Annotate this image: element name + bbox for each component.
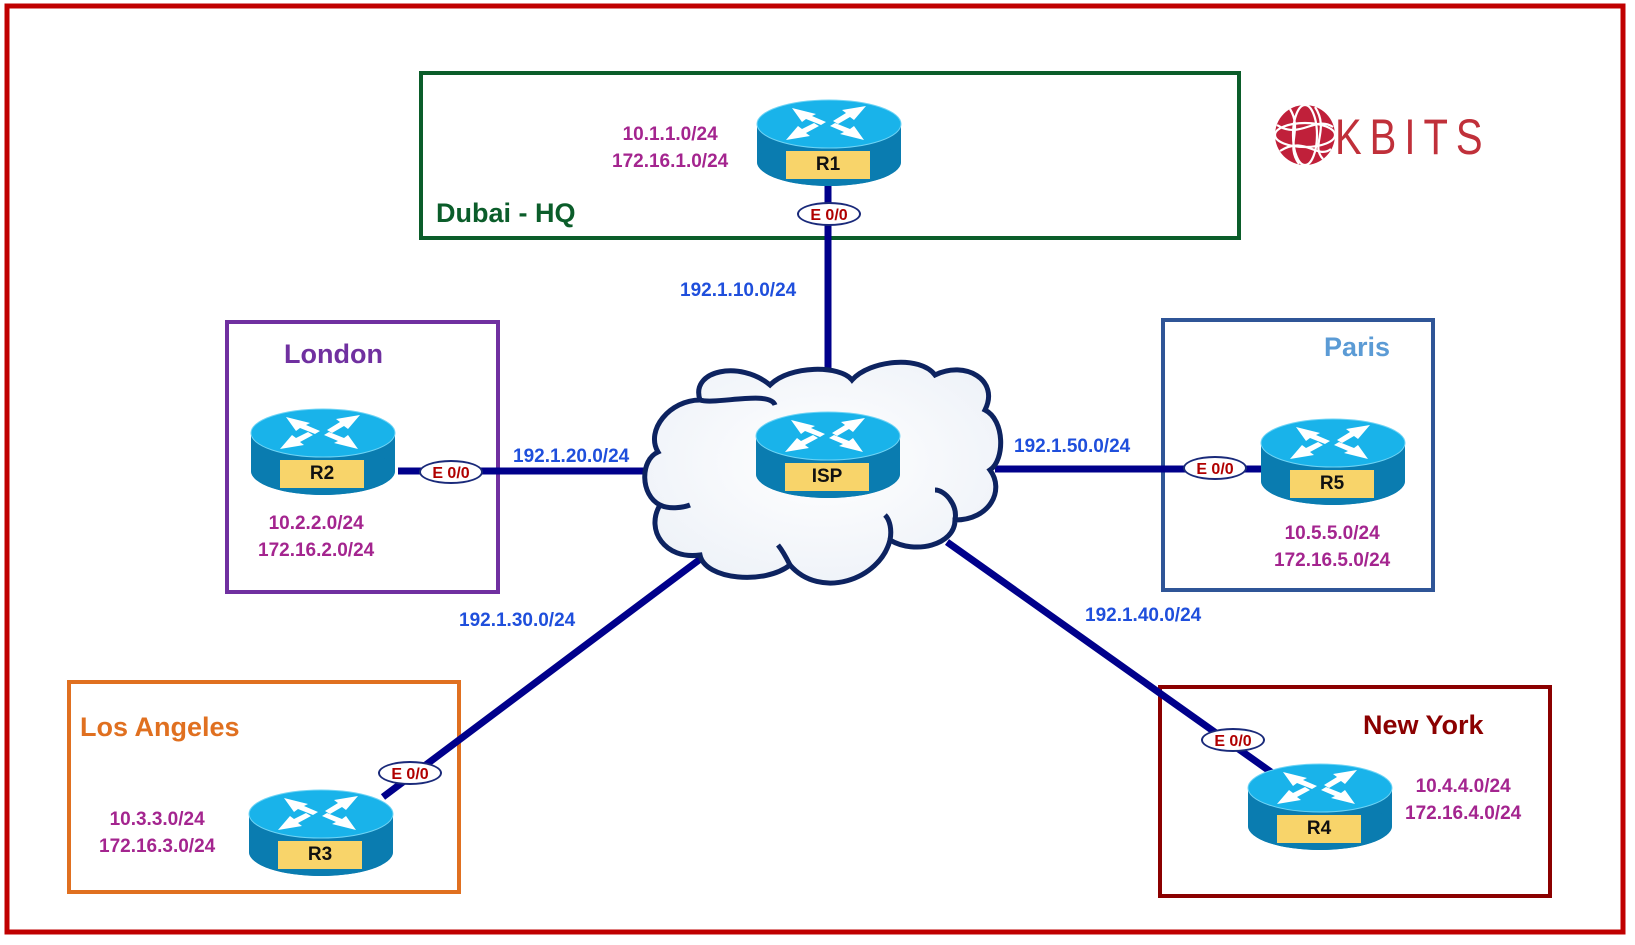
lan-label: 172.16.3.0/24 <box>99 836 216 857</box>
lan-label: 172.16.4.0/24 <box>1405 803 1522 824</box>
outer-frame <box>4 3 1626 935</box>
lan-label: 10.4.4.0/24 <box>1415 776 1511 797</box>
lan-label: 10.3.3.0/24 <box>109 809 205 830</box>
router-label: R4 <box>1277 815 1361 843</box>
kbits-logo-globe <box>1273 103 1337 167</box>
lan-label: 10.5.5.0/24 <box>1284 523 1380 544</box>
lan-labels-r1: 10.1.1.0/24 172.16.1.0/24 <box>612 121 728 175</box>
router-label: R1 <box>786 151 870 179</box>
router-r1[interactable]: R1 <box>754 96 904 190</box>
site-title-paris: Paris <box>1324 332 1391 362</box>
interface-badge-r2: E 0/0 <box>419 460 483 484</box>
router-isp[interactable]: ISP <box>753 408 903 502</box>
lan-labels-r2: 10.2.2.0/24 172.16.2.0/24 <box>258 510 374 564</box>
site-box-london <box>225 320 500 594</box>
site-box-newyork <box>1158 685 1552 898</box>
router-r5[interactable]: R5 <box>1258 415 1408 509</box>
interface-badge-r5: E 0/0 <box>1183 456 1247 480</box>
kbits-logo-text: KBITS <box>1335 109 1491 165</box>
site-title-london: London <box>284 339 383 369</box>
site-title-dubai: Dubai - HQ <box>436 198 576 228</box>
site-box-losangeles <box>67 680 461 894</box>
lan-labels-r5: 10.5.5.0/24 172.16.5.0/24 <box>1274 520 1390 574</box>
router-label: R5 <box>1290 470 1374 498</box>
site-title-newyork: New York <box>1363 710 1484 740</box>
interface-badge-r3: E 0/0 <box>378 761 442 785</box>
router-r2[interactable]: R2 <box>248 405 398 499</box>
interface-badge-r4: E 0/0 <box>1201 728 1265 752</box>
router-r4[interactable]: R4 <box>1245 760 1395 854</box>
site-title-losangeles: Los Angeles <box>80 712 240 742</box>
lan-label: 172.16.1.0/24 <box>612 151 729 172</box>
link-r3-isp <box>380 554 706 800</box>
router-label: ISP <box>785 463 869 491</box>
router-label: R2 <box>280 460 364 488</box>
link-network-label: 192.1.50.0/24 <box>1014 436 1131 457</box>
link-network-label: 192.1.20.0/24 <box>513 446 630 467</box>
link-network-label: 192.1.10.0/24 <box>680 280 797 301</box>
lan-label: 172.16.2.0/24 <box>258 540 375 561</box>
lan-label: 172.16.5.0/24 <box>1274 550 1391 571</box>
lan-labels-r4: 10.4.4.0/24 172.16.4.0/24 <box>1405 773 1521 827</box>
router-r3[interactable]: R3 <box>246 786 396 880</box>
link-network-label: 192.1.40.0/24 <box>1085 605 1202 626</box>
lan-label: 10.2.2.0/24 <box>268 513 364 534</box>
link-network-label: 192.1.30.0/24 <box>459 610 576 631</box>
site-box-paris <box>1161 318 1435 592</box>
interface-badge-r1: E 0/0 <box>797 202 861 226</box>
lan-label: 10.1.1.0/24 <box>622 124 718 145</box>
router-label: R3 <box>278 841 362 869</box>
lan-labels-r3: 10.3.3.0/24 172.16.3.0/24 <box>99 806 215 860</box>
